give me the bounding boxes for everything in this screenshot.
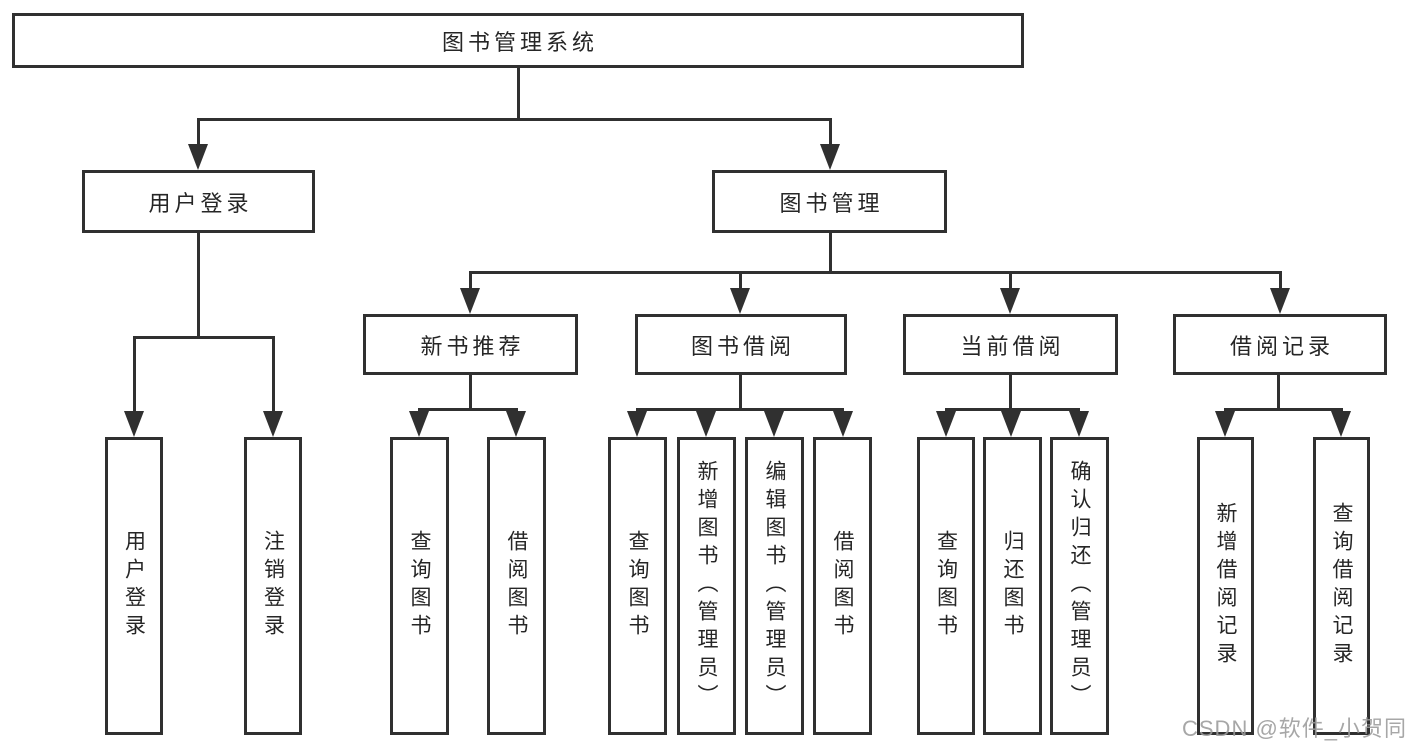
arrow-down-icon: [1331, 411, 1351, 437]
leaf-user-login: 用户登录: [105, 437, 163, 735]
arrow-down-icon: [833, 411, 853, 437]
connector-current-drop: [1009, 271, 1012, 292]
connector-records-bar: [1224, 408, 1343, 411]
arrow-down-icon: [730, 288, 750, 314]
connector-current-stem: [1009, 375, 1012, 410]
node-current-borrow-label: 当前借阅: [960, 333, 1065, 359]
node-book-borrow: 图书借阅: [635, 314, 847, 375]
node-borrow-records-label: 借阅记录: [1229, 333, 1334, 359]
leaf-recommend-borrow-book: 借阅图书: [487, 437, 546, 735]
node-root-label: 图书管理系统: [441, 29, 598, 55]
arrow-down-icon: [124, 411, 144, 437]
connector-borrow-bar: [636, 408, 844, 411]
leaf-edit-book-admin-label: 编辑图书（管理员）: [763, 460, 786, 712]
leaf-borrow-query-book-label: 查询图书: [626, 530, 649, 642]
leaf-user-login-label: 用户登录: [122, 530, 146, 642]
leaf-logout-label: 注销登录: [261, 530, 285, 642]
arrow-down-icon: [936, 411, 956, 437]
arrow-down-icon: [1001, 411, 1021, 437]
arrow-down-icon: [409, 411, 429, 437]
arrow-down-icon: [696, 411, 716, 437]
node-new-book-recommend: 新书推荐: [363, 314, 578, 375]
connector-recommend-drop: [469, 271, 472, 292]
watermark-text: CSDN @软件_小贺同学: [1182, 716, 1405, 741]
leaf-borrow-query-book: 查询图书: [608, 437, 667, 735]
leaf-add-borrow-record-label: 新增借阅记录: [1214, 502, 1237, 670]
leaf-logout: 注销登录: [244, 437, 302, 735]
leaf-current-query-book: 查询图书: [917, 437, 975, 735]
node-root: 图书管理系统: [12, 13, 1024, 68]
connector-borrow-stem: [739, 375, 742, 410]
node-borrow-records: 借阅记录: [1173, 314, 1387, 375]
connector-level3-bar: [469, 271, 1281, 274]
arrow-down-icon: [627, 411, 647, 437]
arrow-down-icon: [460, 288, 480, 314]
connector-mgmt-drop: [829, 118, 832, 148]
connector-login-leaf1-drop: [133, 336, 136, 413]
arrow-down-icon: [506, 411, 526, 437]
arrow-down-icon: [263, 411, 283, 437]
arrow-down-icon: [1270, 288, 1290, 314]
leaf-recommend-query-book-label: 查询图书: [408, 530, 431, 642]
node-book-management-label: 图书管理: [779, 190, 884, 216]
connector-login-bar: [133, 336, 275, 339]
node-book-borrow-label: 图书借阅: [690, 333, 795, 359]
leaf-borrow-book-label: 借阅图书: [831, 530, 854, 642]
connector-login-leaf2-drop: [272, 336, 275, 413]
leaf-current-query-book-label: 查询图书: [934, 530, 958, 642]
connector-recommend-bar: [418, 408, 518, 411]
connector-mgmt-stem: [829, 233, 832, 273]
arrow-down-icon: [1215, 411, 1235, 437]
connector-borrow-drop: [739, 271, 742, 292]
node-new-book-recommend-label: 新书推荐: [420, 333, 525, 359]
leaf-add-borrow-record: 新增借阅记录: [1197, 437, 1254, 735]
arrow-down-icon: [820, 144, 840, 170]
leaf-confirm-return-admin-label: 确认归还（管理员）: [1068, 460, 1091, 712]
node-user-login-label: 用户登录: [148, 190, 253, 216]
connector-records-stem: [1277, 375, 1280, 410]
leaf-recommend-borrow-book-label: 借阅图书: [505, 530, 528, 642]
leaf-return-book-label: 归还图书: [1001, 530, 1024, 642]
arrow-down-icon: [1069, 411, 1089, 437]
connector-login-drop: [197, 118, 200, 148]
leaf-borrow-book: 借阅图书: [813, 437, 872, 735]
leaf-return-book: 归还图书: [983, 437, 1042, 735]
leaf-confirm-return-admin: 确认归还（管理员）: [1050, 437, 1109, 735]
connector-records-drop: [1279, 271, 1282, 292]
connector-recommend-stem: [469, 375, 472, 410]
node-current-borrow: 当前借阅: [903, 314, 1118, 375]
leaf-recommend-query-book: 查询图书: [390, 437, 449, 735]
leaf-query-borrow-record-label: 查询借阅记录: [1330, 502, 1353, 670]
leaf-query-borrow-record: 查询借阅记录: [1313, 437, 1370, 735]
leaf-add-book-admin-label: 新增图书（管理员）: [695, 460, 718, 712]
node-book-management: 图书管理: [712, 170, 947, 233]
arrow-down-icon: [188, 144, 208, 170]
connector-current-bar: [945, 408, 1080, 411]
connector-root-stem: [517, 68, 520, 120]
leaf-add-book-admin: 新增图书（管理员）: [677, 437, 736, 735]
node-user-login: 用户登录: [82, 170, 315, 233]
leaf-edit-book-admin: 编辑图书（管理员）: [745, 437, 804, 735]
connector-login-stem: [197, 233, 200, 338]
arrow-down-icon: [1000, 288, 1020, 314]
connector-level2-bar: [197, 118, 831, 121]
arrow-down-icon: [764, 411, 784, 437]
